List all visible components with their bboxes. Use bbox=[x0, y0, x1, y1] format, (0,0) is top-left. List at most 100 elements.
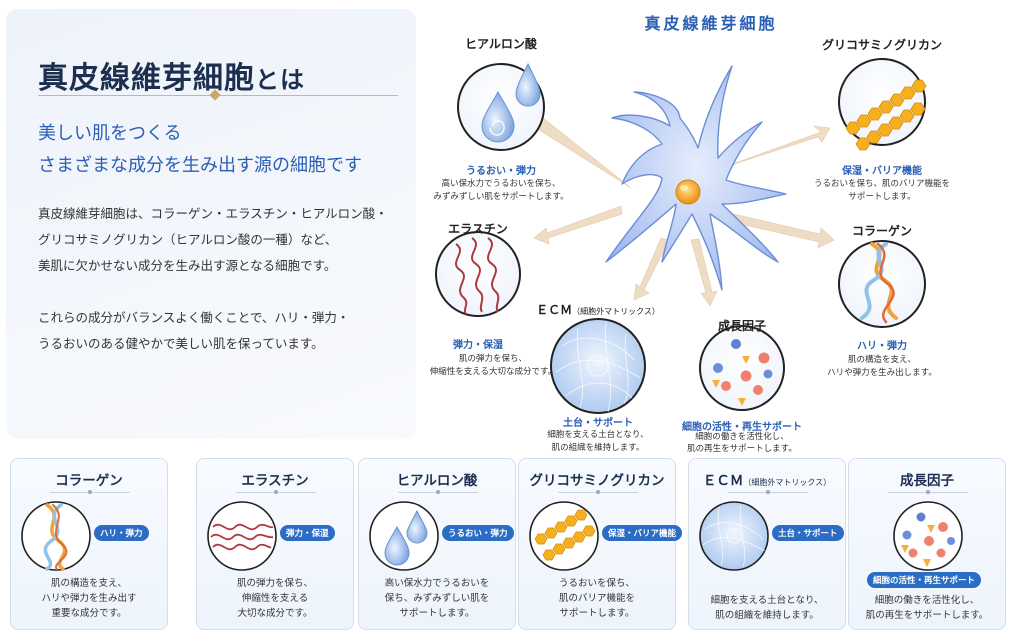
card-title: グリコサミノグリカン bbox=[529, 473, 665, 489]
node-circle-hyaluronic bbox=[457, 62, 545, 151]
node-desc-gag-2: サポートします。 bbox=[848, 192, 916, 202]
hexagon-chain-icon bbox=[529, 501, 599, 571]
card-badge: 保湿・バリア機能 bbox=[602, 525, 683, 541]
card-desc-line: 肌のバリア機能を bbox=[558, 593, 635, 604]
card-desc-line: サポートします。 bbox=[399, 608, 475, 619]
node-title-ecm-main: ＥＣＭ bbox=[536, 303, 573, 317]
node-circle-ecm bbox=[550, 318, 646, 414]
elastin-fiber-icon bbox=[455, 237, 500, 315]
card-desc-line: サポートします。 bbox=[559, 608, 635, 619]
card-desc-line: 細胞の働きを活性化し、 bbox=[874, 595, 980, 606]
card-desc-line: 伸縮性を支える bbox=[241, 593, 309, 604]
hexagon-chain-icon bbox=[845, 79, 927, 151]
node-desc-collagen-1: 肌の構造を支え、 bbox=[847, 355, 916, 365]
card-badge: 土台・サポート bbox=[772, 525, 844, 541]
collagen-helix-icon bbox=[21, 501, 91, 571]
card-hyaluronic-acid: ヒアルロン酸 うるおい・弾力 高い保水力でうるおいを 保ち、みずみずしい肌を サ… bbox=[358, 458, 516, 630]
node-title-elastin: エラスチン bbox=[448, 222, 508, 236]
intro-headline-line-2: さまざまな成分を生み出す源の細胞です bbox=[38, 155, 362, 176]
ecm-mesh-icon bbox=[699, 501, 769, 571]
card-divider-dot bbox=[596, 490, 600, 494]
intro-body-line-2: グリコサミノグリカン（ヒアルロン酸の一種）など、 bbox=[38, 232, 338, 247]
collagen-helix-icon bbox=[860, 242, 898, 324]
intro-panel: 真皮線維芽細胞とは 美しい肌をつくる さまざまな成分を生み出す源の細胞です 真皮… bbox=[6, 9, 416, 439]
card-title: ＥＣＭ（細胞外マトリックス） bbox=[689, 469, 845, 489]
growth-factor-particles-icon bbox=[893, 501, 963, 571]
diagram-arrows bbox=[527, 113, 835, 307]
card-desc-line: ハリや弾力を生み出す bbox=[41, 593, 137, 604]
card-badge: 弾力・保湿 bbox=[280, 525, 335, 541]
card-desc-line: 肌の弾力を保ち、 bbox=[236, 578, 313, 589]
card-divider-dot bbox=[274, 490, 278, 494]
ecm-mesh-icon bbox=[555, 321, 641, 413]
intro-title-suffix: とは bbox=[255, 65, 305, 94]
component-cards: コラーゲン ハリ・弾力 肌の構造を支え、 ハリや弾力を生み出す 重要な成分です。… bbox=[10, 458, 1016, 630]
node-tag-hyaluronic: うるおい・弾力 bbox=[466, 166, 536, 177]
water-drop-icon bbox=[369, 501, 439, 571]
card-title: コラーゲン bbox=[55, 473, 123, 489]
card-title-main: ＥＣＭ bbox=[702, 473, 744, 489]
card-desc-line: 重要な成分です。 bbox=[51, 608, 127, 619]
intro-headline-line-1: 美しい肌をつくる bbox=[38, 123, 182, 144]
card-desc-line: 保ち、みずみずしい肌を bbox=[384, 593, 490, 604]
card-title: 成長因子 bbox=[900, 473, 954, 489]
node-desc-growth-factor-2: 肌の再生をサポートします。 bbox=[687, 444, 797, 454]
card-desc-line: 肌の再生をサポートします。 bbox=[865, 610, 989, 621]
diagram-artwork bbox=[435, 58, 927, 414]
intro-title: 真皮線維芽細胞とは bbox=[38, 53, 305, 97]
arrow-to-elastin bbox=[533, 205, 623, 245]
card-badge: うるおい・弾力 bbox=[442, 525, 514, 541]
card-desc-line: 肌の構造を支え、 bbox=[50, 578, 127, 589]
card-ecm: ＥＣＭ（細胞外マトリックス） 土台・サポート 細胞を支える土台となり、 肌の組織… bbox=[688, 458, 846, 630]
node-circle-gag bbox=[838, 58, 927, 151]
node-tag-gag: 保湿・バリア機能 bbox=[842, 166, 922, 177]
card-desc-line: 高い保水力でうるおいを bbox=[384, 578, 490, 589]
cell-nucleus-icon bbox=[675, 179, 701, 205]
node-desc-ecm-2: 肌の組織を維持します。 bbox=[551, 443, 645, 453]
node-desc-elastin-1: 肌の弾力を保ち、 bbox=[458, 354, 527, 364]
card-desc-line: 大切な成分です。 bbox=[237, 608, 313, 619]
intro-title-main: 真皮線維芽細胞 bbox=[38, 61, 255, 96]
card-title: エラスチン bbox=[241, 473, 309, 489]
fibroblast-diagram: 真皮線維芽細胞 ヒアルロン酸 うるおい・弾力 高い保水力でうるおいを保ち、 みず… bbox=[416, 0, 1024, 456]
card-divider-dot bbox=[926, 490, 930, 494]
card-desc-line: うるおいを保ち、 bbox=[558, 578, 635, 589]
node-circle-collagen bbox=[838, 240, 926, 328]
card-divider-dot bbox=[436, 490, 440, 494]
arrow-to-gag bbox=[715, 125, 831, 171]
card-elastin: エラスチン 弾力・保湿 肌の弾力を保ち、 伸縮性を支える 大切な成分です。 bbox=[196, 458, 354, 630]
card-divider-dot bbox=[766, 490, 770, 494]
node-title-ecm-sub: （細胞外マトリックス） bbox=[572, 307, 660, 316]
elastin-fiber-icon bbox=[207, 501, 277, 571]
node-tag-growth-factor: 細胞の活性・再生サポート bbox=[682, 422, 802, 433]
diagram-title: 真皮線維芽細胞 bbox=[644, 14, 778, 33]
card-collagen: コラーゲン ハリ・弾力 肌の構造を支え、 ハリや弾力を生み出す 重要な成分です。 bbox=[10, 458, 168, 630]
node-desc-hyaluronic-2: みずみずしい肌をサポートします。 bbox=[433, 192, 569, 202]
card-glycosaminoglycan: グリコサミノグリカン 保湿・バリア機能 うるおいを保ち、 肌のバリア機能を サポ… bbox=[518, 458, 683, 630]
node-tag-collagen: ハリ・弾力 bbox=[857, 341, 907, 352]
node-tag-ecm: 土台・サポート bbox=[563, 418, 633, 429]
card-badge: ハリ・弾力 bbox=[94, 525, 149, 541]
node-desc-gag-1: うるおいを保ち、肌のバリア機能を bbox=[813, 179, 950, 189]
node-desc-collagen-2: ハリや弾力を生み出します。 bbox=[827, 368, 937, 378]
node-title-hyaluronic: ヒアルロン酸 bbox=[465, 37, 537, 51]
intro-body-line-4: これらの成分がバランスよく働くことで、ハリ・弾力・ bbox=[38, 310, 350, 325]
intro-body-line-3: 美肌に欠かせない成分を生み出す源となる細胞です。 bbox=[38, 258, 337, 273]
node-desc-elastin-2: 伸縮性を支える大切な成分です。 bbox=[429, 367, 557, 377]
node-title-gag: グリコサミノグリカン bbox=[821, 38, 942, 52]
card-divider-dot bbox=[88, 490, 92, 494]
water-drop-icon bbox=[515, 62, 541, 107]
card-badge: 細胞の活性・再生サポート bbox=[867, 572, 982, 588]
node-circle-elastin bbox=[435, 231, 521, 317]
card-title: ヒアルロン酸 bbox=[396, 473, 478, 489]
node-tag-elastin: 弾力・保湿 bbox=[453, 340, 503, 351]
card-desc-line: 肌の組織を維持します。 bbox=[715, 610, 819, 621]
node-circle-growth-factor bbox=[699, 325, 785, 411]
node-desc-hyaluronic-1: 高い保水力でうるおいを保ち、 bbox=[441, 179, 561, 189]
node-title-ecm: ＥＣＭ（細胞外マトリックス） bbox=[528, 301, 668, 318]
arrow-to-ecm bbox=[633, 237, 670, 301]
intro-body-line-5: うるおいのある健やかで美しい肌を保っています。 bbox=[38, 336, 324, 351]
node-desc-growth-factor-1: 細胞の働きを活性化し、 bbox=[695, 432, 789, 442]
arrow-to-growth bbox=[690, 238, 718, 307]
intro-body-line-1: 真皮線維芽細胞は、コラーゲン・エラスチン・ヒアルロン酸・ bbox=[38, 206, 388, 221]
